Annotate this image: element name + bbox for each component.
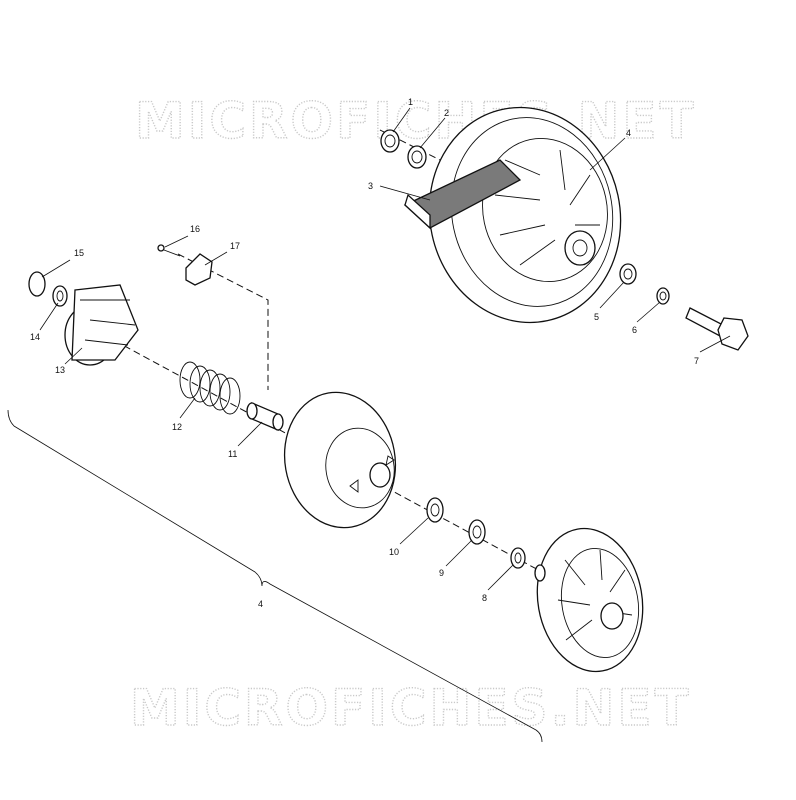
fixed-sheave [283,391,397,529]
label-part-12: 12 [172,422,182,432]
label-part-2: 2 [444,108,449,118]
lower-fan-sheave [534,527,644,673]
part-16-pin [157,244,181,257]
leader-lines [39,107,731,591]
label-part-10: 10 [389,547,399,557]
watermark-top: MICROFICHES.NET [135,92,697,150]
label-part-3: 3 [368,181,373,191]
label-part-6: 6 [632,325,637,335]
part-4-movable-sheave [428,106,622,324]
part-7-bolt [685,307,749,351]
part-14-washer [52,285,68,307]
label-part-14: 14 [30,332,40,342]
label-part-5: 5 [594,312,599,322]
part-10-washer [426,497,444,523]
label-part-17: 17 [230,241,240,251]
part-17-roller-weight [185,253,213,286]
part-3-drive-belt [403,159,522,230]
part-1-ring [380,129,400,153]
label-part-13: 13 [55,365,65,375]
part-5-washer [619,263,637,285]
label-assembly-4: 4 [258,599,263,609]
label-part-15: 15 [74,248,84,258]
part-8-washer [510,547,526,569]
label-part-11: 11 [228,449,237,459]
watermark-bottom: MICROFICHES.NET [130,679,692,737]
part-9-washer [468,519,486,545]
label-part-16: 16 [190,224,200,234]
label-part-7: 7 [694,356,699,366]
label-part-1: 1 [408,97,413,107]
label-part-4: 4 [626,128,631,138]
part-6-lock-washer [656,287,670,305]
part-12-spring [179,361,241,415]
label-part-9: 9 [439,568,444,578]
part-13-spider-cam [64,284,139,366]
assembly-bracket [7,409,543,743]
part-15-snap-ring [28,271,46,297]
label-part-8: 8 [482,593,487,603]
part-11-bushing [246,402,284,431]
part-2-washer [407,145,427,169]
